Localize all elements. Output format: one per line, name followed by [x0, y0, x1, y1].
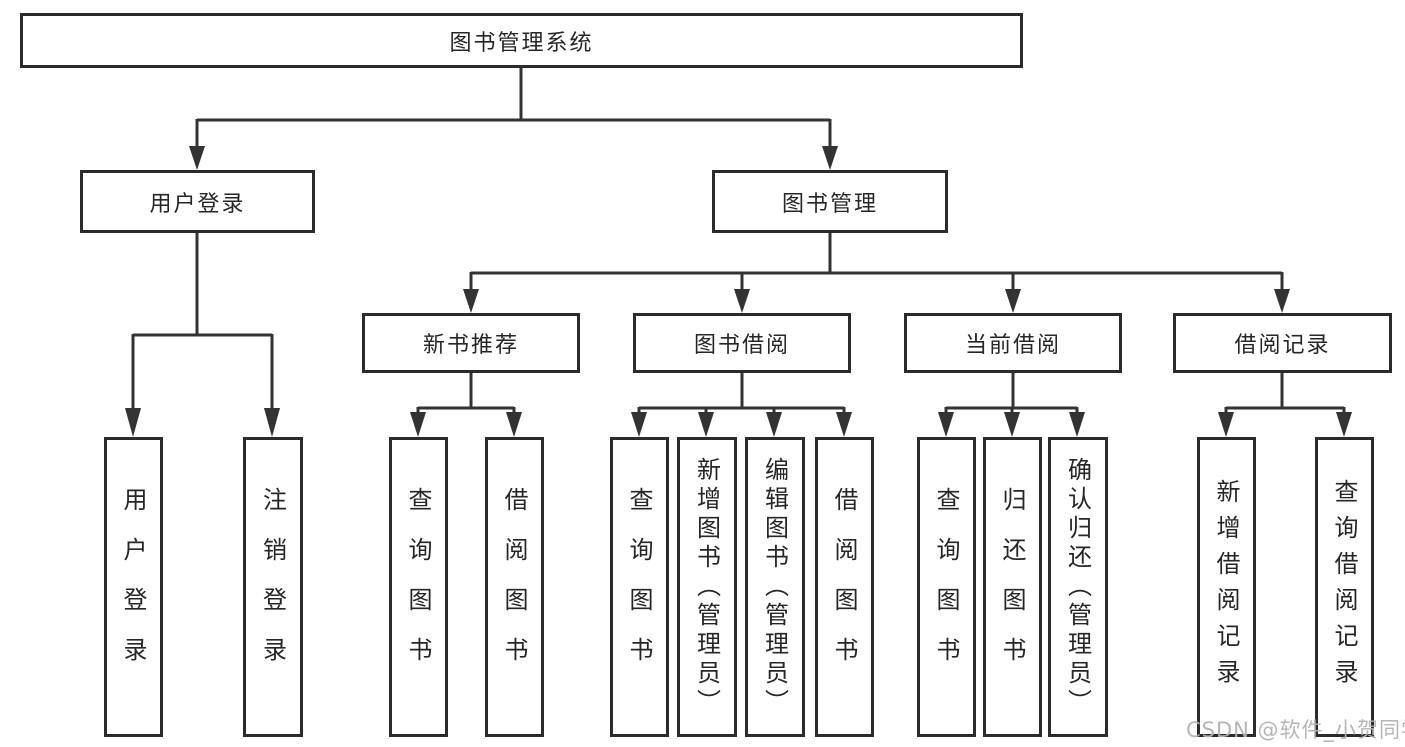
node-leaf-confirm-return-admin: 确认归还（管理员） — [1048, 437, 1108, 737]
node-borrow-records: 借阅记录 — [1173, 313, 1392, 373]
arrowhead-icon — [410, 412, 426, 437]
connector-book-mgmt-to-sections — [469, 233, 1284, 291]
connector-current-borrow-to-children — [944, 373, 1079, 414]
node-leaf-query-books: 查询图书 — [389, 437, 448, 737]
node-library-system: 图书管理系统 — [20, 13, 1023, 68]
arrowhead-icon — [836, 412, 852, 437]
node-book-borrowing: 图书借阅 — [633, 313, 851, 373]
connector-user-login-to-children — [131, 233, 274, 410]
node-new-book-recommend: 新书推荐 — [362, 313, 580, 373]
node-leaf-user-login: 用户登录 — [104, 437, 163, 737]
arrowhead-icon — [506, 412, 522, 437]
arrowhead-icon — [1218, 412, 1234, 437]
arrowhead-icon — [631, 412, 647, 437]
arrowhead-icon — [1069, 412, 1085, 437]
node-leaf-add-books-admin: 新增图书（管理员） — [677, 437, 737, 737]
node-leaf-return-books: 归还图书 — [983, 437, 1042, 737]
arrowhead-icon — [189, 146, 205, 170]
node-leaf-borrow-books: 借阅图书 — [815, 437, 874, 737]
connector-new-books-to-children — [416, 373, 516, 414]
node-user-login: 用户登录 — [80, 170, 315, 233]
node-leaf-query-books: 查询图书 — [610, 437, 669, 737]
arrowhead-icon — [463, 289, 479, 313]
node-book-management: 图书管理 — [712, 170, 948, 233]
connector-root-to-level2 — [195, 68, 832, 148]
node-leaf-edit-books-admin: 编辑图书（管理员） — [745, 437, 805, 737]
arrowhead-icon — [1336, 412, 1352, 437]
node-leaf-query-books: 查询图书 — [917, 437, 976, 737]
arrowhead-icon — [1005, 289, 1021, 313]
arrowhead-icon — [1274, 289, 1290, 313]
arrowhead-icon — [938, 412, 954, 437]
arrowhead-icon — [734, 289, 750, 313]
arrowhead-icon — [698, 412, 714, 437]
arrowhead-icon — [1004, 412, 1020, 437]
node-leaf-logout: 注销登录 — [243, 437, 303, 737]
node-leaf-borrow-books: 借阅图书 — [485, 437, 544, 737]
arrowhead-icon — [125, 408, 141, 437]
connector-book-borrow-to-children — [637, 373, 846, 414]
node-current-borrowing: 当前借阅 — [904, 313, 1122, 373]
node-leaf-add-borrow-record: 新增借阅记录 — [1197, 437, 1256, 737]
watermark: CSDN @软件_小贺同学 — [1186, 718, 1405, 742]
arrowhead-icon — [822, 146, 838, 170]
arrowhead-icon — [264, 408, 280, 437]
arrowhead-icon — [766, 412, 782, 437]
node-leaf-query-borrow-record: 查询借阅记录 — [1315, 437, 1374, 737]
connector-borrow-records-to-children — [1224, 373, 1346, 414]
